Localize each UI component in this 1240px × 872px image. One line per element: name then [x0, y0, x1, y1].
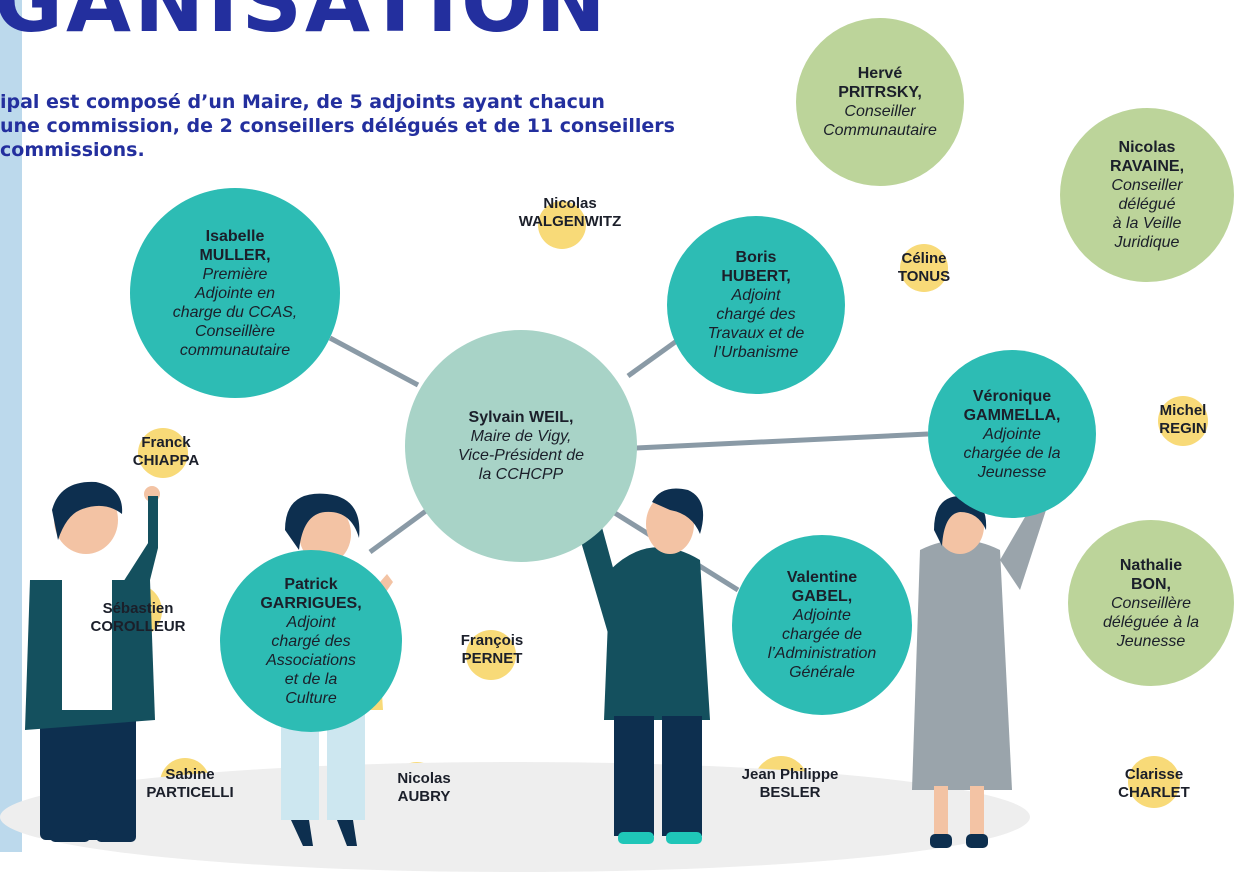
delegate-role: Conseiller Communautaire — [823, 103, 937, 139]
adjoint-bubble-patrick: Patrick GARRIGUES, Adjoint chargé des As… — [220, 550, 402, 732]
councillor-first-name: François — [460, 632, 524, 649]
adjoint-role: Adjoint chargé des Associations et de la… — [266, 613, 356, 707]
delegate-bubble-nathalie: Nathalie BON, Conseillère déléguée à la … — [1068, 520, 1234, 686]
connector-patrick — [368, 505, 432, 555]
adjoint-name: Boris — [735, 249, 777, 266]
councillor-last-name: CHARLET — [1118, 784, 1190, 801]
adjoint-name: MULLER, — [199, 246, 271, 264]
person-illustration — [25, 481, 160, 842]
delegate-name: Nicolas — [1118, 139, 1176, 156]
adjoint-role: Adjointe chargée de la Jeunesse — [963, 425, 1061, 481]
councillor-last-name: COROLLEUR — [90, 618, 186, 635]
councillor-tag: Sabine PARTICELLI — [130, 758, 250, 808]
mayor-name: Sylvain WEIL, — [468, 409, 574, 426]
adjoint-bubble-isabelle: Isabelle MULLER, Première Adjointe en ch… — [130, 188, 340, 398]
mayor-role: Maire de Vigy, Vice-Président de la CCHC… — [458, 428, 584, 483]
intro-line: une commission, de 2 conseillers délégué… — [0, 115, 675, 137]
councillor-tag: Franck CHIAPPA — [120, 428, 212, 478]
councillor-tag: Michel REGIN — [1146, 396, 1220, 446]
councillor-last-name: TONUS — [897, 268, 951, 285]
intro-paragraph: ipal est composé d’un Maire, de 5 adjoin… — [0, 90, 800, 162]
councillor-tag: Céline TONUS — [892, 244, 956, 292]
delegate-role: Conseillère déléguée à la Jeunesse — [1102, 594, 1200, 650]
side-color-bar — [0, 0, 22, 852]
councillor-last-name: REGIN — [1159, 420, 1207, 437]
delegate-bubble-nicolas-ravaine: Nicolas RAVAINE, Conseiller délégué à la… — [1060, 108, 1234, 282]
person-illustration — [570, 488, 710, 844]
delegate-name: Hervé — [857, 65, 903, 82]
councillor-last-name: PARTICELLI — [146, 784, 234, 801]
adjoint-name: Valentine — [786, 569, 858, 586]
adjoint-name: HUBERT, — [721, 268, 791, 285]
delegate-name: BON, — [1131, 575, 1171, 593]
councillor-tag: Jean Philippe BESLER — [720, 756, 860, 810]
connector-isabelle — [328, 335, 420, 388]
intro-line: ipal est composé d’un Maire, de 5 adjoin… — [0, 91, 605, 113]
connector-veronique — [635, 431, 929, 451]
delegate-bubble-herve: Hervé PRITRSKY, Conseiller Communautaire — [796, 18, 964, 186]
councillor-last-name: CHIAPPA — [132, 452, 200, 469]
councillor-first-name: Clarisse — [1124, 766, 1184, 783]
councillor-first-name: Franck — [141, 434, 191, 451]
adjoint-name: GARRIGUES, — [260, 594, 362, 612]
delegate-name: RAVAINE, — [1109, 158, 1185, 175]
councillor-tag: Nicolas WALGENWITZ — [510, 195, 630, 249]
page-title: GANISATION — [0, 0, 609, 51]
councillor-tag: Sébastien COROLLEUR — [78, 584, 198, 638]
adjoint-name: Véronique — [972, 387, 1052, 405]
councillor-last-name: AUBRY — [397, 788, 451, 805]
adjoint-bubble-veronique: Véronique GAMMELLA, Adjointe chargée de … — [928, 350, 1096, 518]
councillor-first-name: Michel — [1159, 402, 1207, 419]
delegate-name: Nathalie — [1119, 556, 1183, 574]
adjoint-role: Première Adjointe en charge du CCAS, Con… — [172, 265, 298, 359]
councillor-last-name: BESLER — [759, 784, 821, 801]
mayor-bubble: Sylvain WEIL, Maire de Vigy, Vice-Présid… — [405, 330, 637, 562]
adjoint-name: Patrick — [284, 575, 338, 593]
delegate-name: PRITRSKY, — [838, 84, 922, 101]
adjoint-role: Adjointe chargée de l’Administration Gén… — [767, 607, 877, 681]
connector-boris — [626, 337, 680, 379]
councillor-last-name: PERNET — [461, 650, 523, 667]
adjoint-name: GABEL, — [791, 588, 853, 605]
councillor-first-name: Sabine — [165, 766, 215, 783]
adjoint-bubble-boris: Boris HUBERT, Adjoint chargé des Travaux… — [667, 216, 845, 394]
adjoint-role: Adjoint chargé des Travaux et de l’Urban… — [707, 287, 805, 361]
adjoint-bubble-valentine: Valentine GABEL, Adjointe chargée de l’A… — [732, 535, 912, 715]
councillor-last-name: WALGENWITZ — [518, 213, 622, 230]
person-illustration — [912, 490, 1048, 848]
adjoint-name: GAMMELLA, — [963, 406, 1061, 424]
councillor-first-name: Nicolas — [543, 195, 597, 212]
intro-line: commissions. — [0, 139, 145, 161]
adjoint-name: Isabelle — [205, 227, 265, 245]
councillor-tag: François PERNET — [446, 630, 538, 680]
councillor-first-name: Jean Philippe — [741, 766, 839, 783]
councillor-first-name: Céline — [901, 250, 947, 267]
councillor-first-name: Sébastien — [102, 600, 174, 617]
councillor-tag: Clarisse CHARLET — [1100, 756, 1208, 808]
councillor-first-name: Nicolas — [397, 770, 451, 787]
councillor-tag: Nicolas AUBRY — [376, 762, 472, 812]
delegate-role: Conseiller délégué à la Veille Juridique — [1111, 177, 1183, 251]
